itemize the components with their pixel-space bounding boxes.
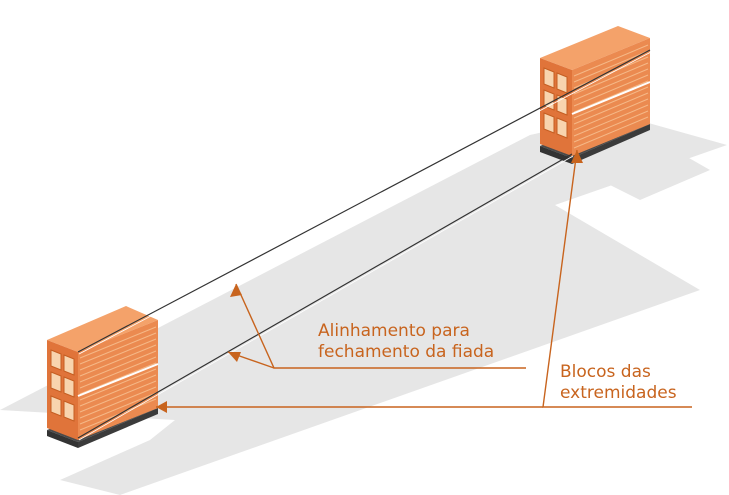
left-end-blocks [47, 306, 159, 448]
arrow-head-icon [156, 401, 167, 413]
ground-shadow [0, 115, 727, 495]
callout-blocks [156, 149, 692, 408]
alignment-string-top [77, 49, 651, 353]
alignment-string-bottom [77, 153, 573, 439]
arrow-head-icon [230, 284, 242, 297]
alignment-label-line1: Alinhamento para [318, 321, 470, 341]
right-top-face [540, 26, 650, 70]
blocks-label-line2: extremidades [560, 383, 677, 403]
right-end-blocks [540, 26, 651, 164]
alignment-label-line2: fechamento da fiada [318, 342, 495, 362]
arrow-head-icon [228, 352, 241, 362]
left-top-face [47, 306, 158, 352]
blocks-label: Blocos das extremidades [560, 362, 677, 404]
alignment-label: Alinhamento para fechamento da fiada [318, 321, 494, 363]
blocks-label-line1: Blocos das [560, 362, 651, 382]
arrow-head-icon [571, 150, 583, 163]
